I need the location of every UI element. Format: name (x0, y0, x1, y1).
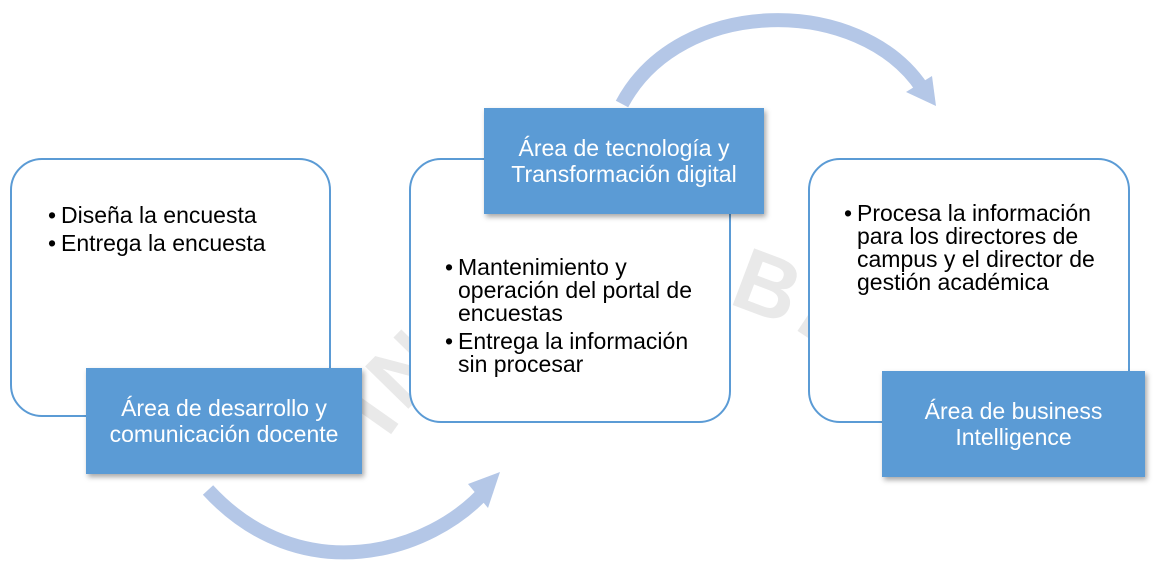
arrow-step2-to-step3 (615, 13, 928, 108)
step-2-bullets: Mantenimiento y operación del portal de … (445, 256, 715, 376)
arrow-head-1 (468, 472, 500, 508)
step-2-bullet-1: Mantenimiento y operación del portal de … (445, 256, 715, 325)
arrow-step1-to-step2 (202, 483, 494, 560)
step-2-title: Área de tecnología y Transformación digi… (484, 108, 764, 214)
step-1-bullet-2: Entrega la encuesta (48, 232, 318, 256)
step-3-bullets: Procesa la información para los director… (844, 202, 1114, 294)
step-3-title: Área de business Intelligence (882, 371, 1145, 477)
step-1-title: Área de desarrollo y comunicación docent… (86, 368, 362, 474)
step-1-bullet-1: Diseña la encuesta (48, 204, 318, 228)
step-3-bullet-1: Procesa la información para los director… (844, 202, 1114, 294)
arrow-head-2 (906, 76, 936, 106)
step-1-bullets: Diseña la encuesta Entrega la encuesta (48, 204, 318, 256)
step-2-bullet-2: Entrega la información sin procesar (445, 330, 715, 376)
